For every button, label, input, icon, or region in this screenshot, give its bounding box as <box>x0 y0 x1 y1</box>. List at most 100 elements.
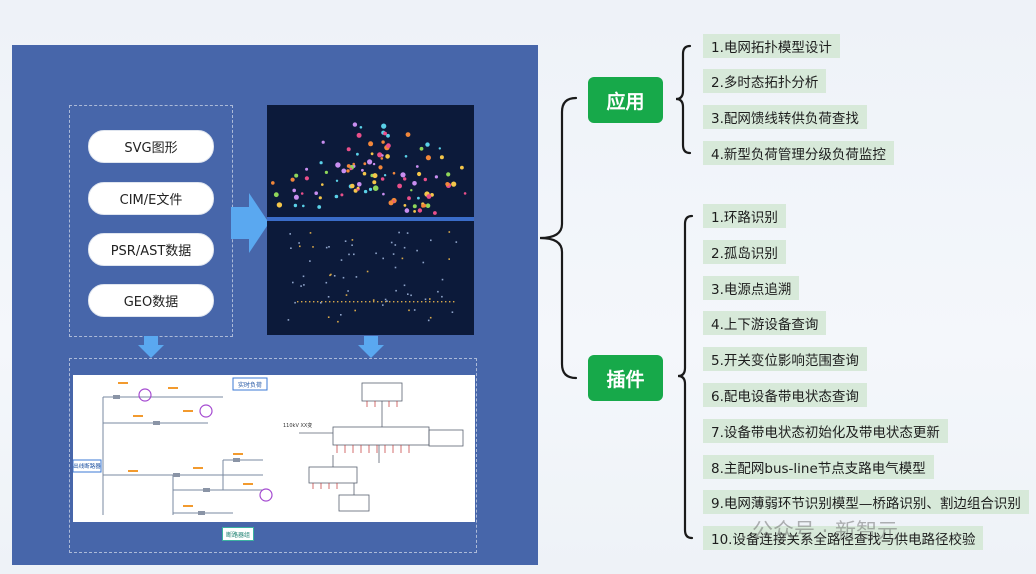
input-psr-ast: PSR/AST数据 <box>88 233 214 266</box>
graph-node <box>386 143 391 149</box>
tree-node <box>328 246 330 248</box>
tree-node <box>287 319 290 321</box>
graph-node <box>350 183 355 189</box>
tree-node <box>386 300 388 302</box>
graph-node <box>381 154 384 157</box>
tree-node <box>384 298 387 301</box>
graph-node <box>367 159 373 165</box>
plugin-item: 10.设备连接关系全路径查找与供电路径校验 <box>703 526 984 550</box>
tree-node <box>309 260 311 262</box>
tree-node <box>413 309 416 311</box>
tree-node <box>373 301 375 303</box>
tree-node <box>385 301 387 303</box>
graph-node <box>403 204 407 207</box>
graph-node <box>381 123 387 129</box>
graph-node <box>368 141 374 147</box>
tree-node <box>437 290 439 293</box>
graph-node <box>300 192 304 195</box>
tree-node <box>441 301 443 303</box>
graph-node <box>346 169 350 173</box>
tree-node <box>325 281 328 284</box>
graph-node <box>304 176 309 181</box>
tree-node <box>369 301 371 303</box>
graph-node <box>417 196 420 200</box>
tree-node <box>427 319 430 322</box>
tree-node <box>405 301 407 303</box>
tree-node <box>292 281 294 284</box>
tree-node <box>448 231 451 233</box>
tree-node <box>394 266 397 269</box>
tree-node <box>342 276 345 279</box>
tree-node <box>407 293 409 295</box>
graph-node <box>413 210 416 213</box>
graph-node <box>383 174 387 177</box>
tree-node <box>382 257 384 260</box>
tree-node <box>417 301 419 303</box>
tree-node <box>349 301 351 303</box>
graph-node <box>271 181 275 185</box>
tree-node <box>289 233 291 235</box>
graph-node <box>293 194 299 200</box>
graph-node <box>417 171 422 177</box>
graph-node <box>334 194 339 199</box>
outlet-tag: 出线断路器 <box>73 462 101 470</box>
graph-node <box>377 152 383 158</box>
tree-node <box>406 232 409 234</box>
graph-node <box>357 182 362 187</box>
graph-node <box>372 173 378 179</box>
tree-node <box>313 301 315 303</box>
graph-node <box>321 140 325 144</box>
tree-node <box>397 301 399 303</box>
graph-node <box>314 191 318 195</box>
bottom-tag: 断路器组 <box>222 527 254 541</box>
graph-node <box>412 181 417 186</box>
tree-node <box>303 284 305 286</box>
graph-node <box>380 157 384 160</box>
apps-tag: 应用 <box>588 77 663 123</box>
watermark: 公众号 · 新智元 <box>752 519 899 543</box>
graph-node <box>425 203 431 208</box>
tree-node <box>437 301 439 303</box>
tree-node <box>327 316 330 318</box>
tree-node <box>392 253 395 255</box>
graph-node <box>372 185 379 191</box>
graph-node <box>388 200 394 206</box>
graph-node <box>335 162 341 168</box>
tree-node <box>422 261 425 264</box>
right-arrow-icon <box>231 193 269 253</box>
tree-node <box>421 301 423 303</box>
graph-node <box>317 205 322 209</box>
down-arrow-icon <box>138 336 164 358</box>
graph-node <box>349 167 353 171</box>
graph-node <box>419 146 424 151</box>
tree-node <box>297 301 299 303</box>
graph-node <box>372 162 376 166</box>
graph-node <box>421 204 425 208</box>
graph-node <box>319 161 323 165</box>
graph-node <box>438 147 441 150</box>
tree-node <box>317 301 319 303</box>
tree-node <box>430 239 432 242</box>
tree-node <box>290 247 292 249</box>
tree-node <box>413 301 415 303</box>
graph-node <box>403 177 407 181</box>
tree-node <box>345 294 348 296</box>
graph-node <box>410 189 413 192</box>
graph-node <box>415 165 419 168</box>
graph-node <box>451 181 457 187</box>
graph-node <box>341 168 347 174</box>
tree-node <box>451 311 454 313</box>
tree-node <box>441 278 444 281</box>
graph-node <box>356 152 359 156</box>
tree-node <box>353 253 355 256</box>
tree-node <box>390 241 393 244</box>
tree-node <box>429 316 432 319</box>
tree-node <box>357 301 359 303</box>
graph-node <box>412 204 417 209</box>
graph-node <box>382 192 385 196</box>
feeder-schematic: 实时负荷 出线断路器 <box>73 377 273 515</box>
realtime-tag: 实时负荷 <box>238 381 262 389</box>
tree-node <box>410 294 412 297</box>
graph-node <box>446 172 451 177</box>
app-item: 3.配网馈线转供负荷查找 <box>703 105 867 129</box>
